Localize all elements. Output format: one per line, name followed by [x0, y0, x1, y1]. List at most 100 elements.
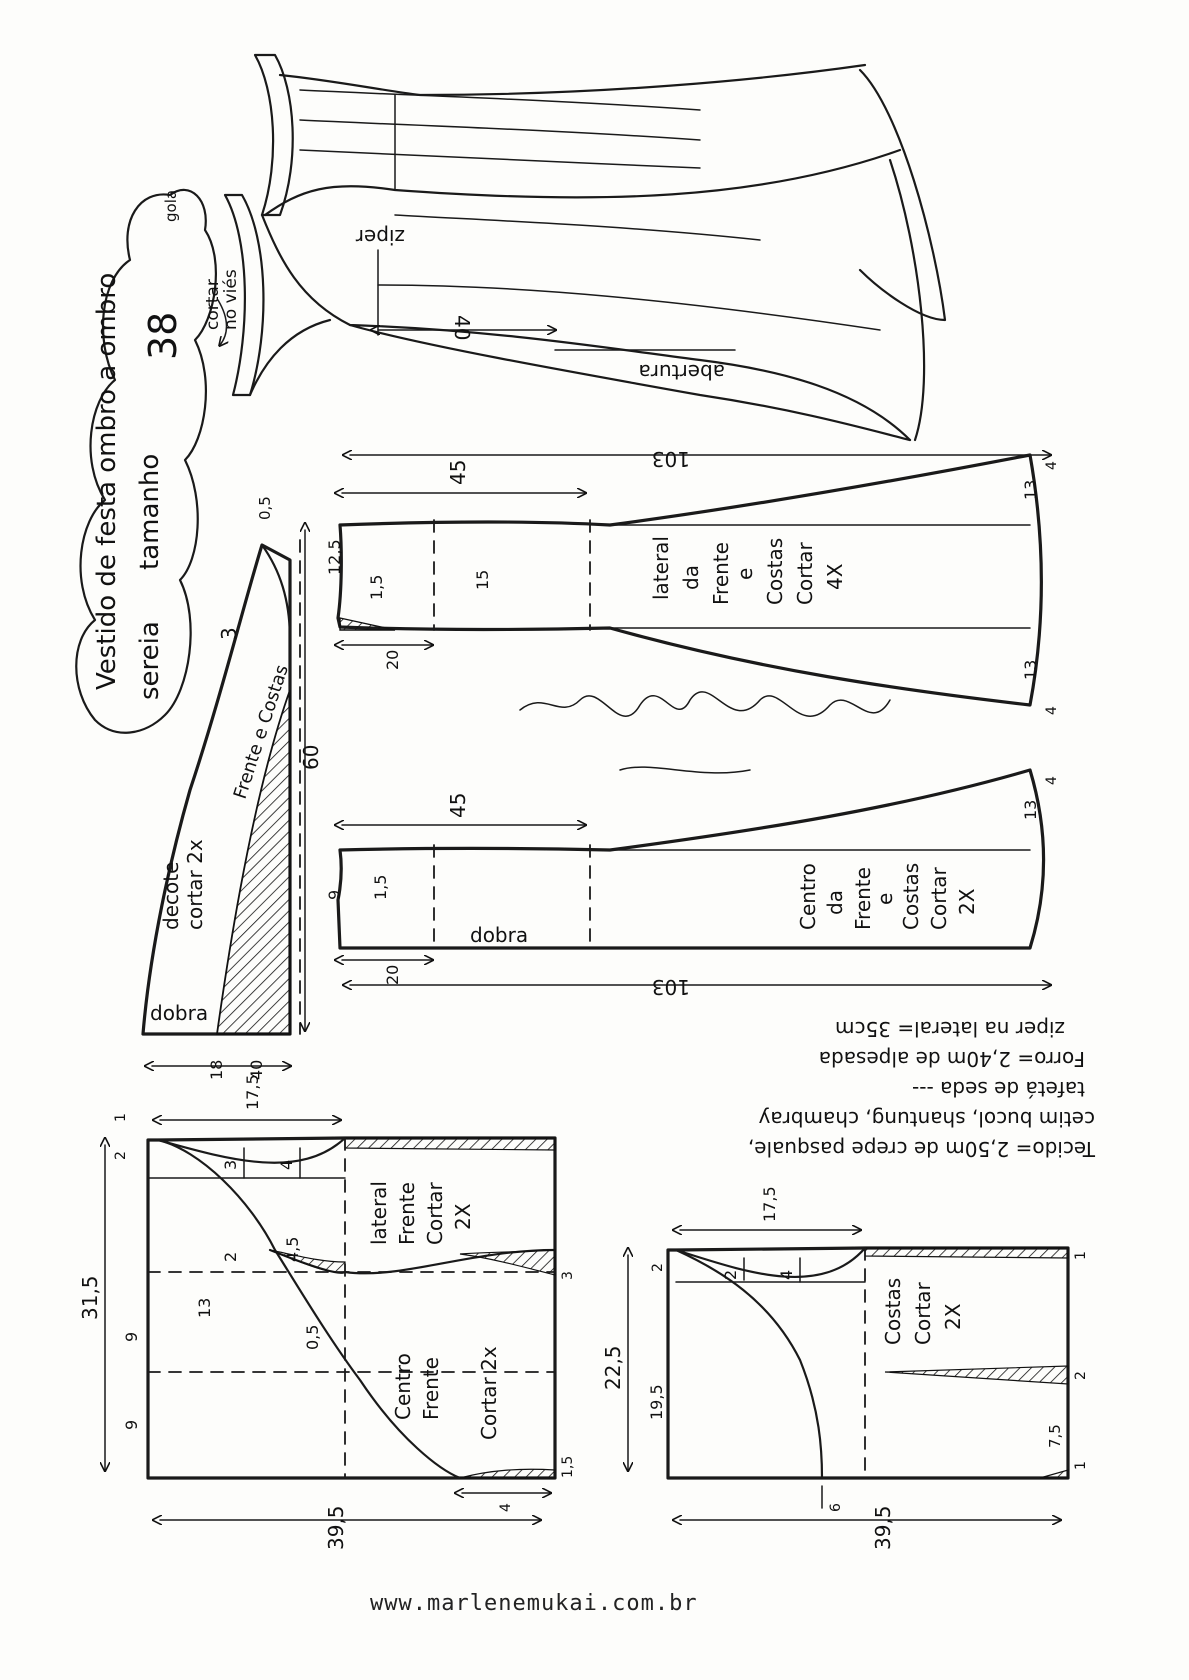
center-dim-top: 45 [446, 793, 470, 818]
collar-dim-c: 60 [299, 745, 323, 770]
back-dim-width: 39,5 [871, 1505, 895, 1550]
front-dim-i: 1,5 [560, 1456, 576, 1478]
title-size: 38 [141, 312, 185, 360]
center-dim-b: 1,5 [371, 875, 390, 900]
front-dim-e: 13 [195, 1298, 214, 1318]
title-line2: sereia [135, 621, 165, 700]
back-label-1: Costas [881, 1278, 905, 1345]
side-label-5: Costas [763, 538, 787, 605]
front-dim-g: 9 [122, 1420, 141, 1430]
skirt-center-panel: 45 9 1,5 20 13 4 dobra 103 Centro da Fre… [325, 768, 1060, 999]
back-dim-d: 2 [650, 1263, 666, 1272]
side-label-4: e [733, 568, 757, 580]
back-dim-i: 2 [1073, 1371, 1089, 1380]
side-dim-e: 13 [1021, 480, 1040, 500]
back-dim-b: 2 [721, 1270, 740, 1280]
sketch-cut-bias-2: no viés [221, 269, 241, 330]
notes-line3: tafetá de seda --- [912, 1077, 1085, 1101]
front-dim-m: 1 [113, 1113, 129, 1122]
sketch-opening: abertura [639, 360, 725, 384]
front-dim-a: 3 [221, 1160, 240, 1170]
collar-dim-e: 40 [247, 1060, 266, 1080]
back-dim-h: 1 [1073, 1251, 1089, 1260]
dress-sketch: ziper 40 abertura cortar no viés gola [162, 53, 947, 442]
front-dim-l: 2 [113, 1151, 129, 1160]
side-label-1: lateral [649, 536, 673, 600]
center-label-3: Frente [851, 867, 875, 930]
center-dim-a: 9 [325, 890, 344, 900]
center-dim-d: 13 [1021, 800, 1040, 820]
center-label-6: Cortar [927, 866, 951, 930]
bodice-front: 17,5 31,5 39,5 3 4 2 4,5 13 9 9 0,5 1,5 … [78, 1074, 576, 1550]
title-line1: Vestido de festa ombro a ombro [92, 273, 122, 690]
notes-line2: cetim bucol, shantung, chambray [758, 1107, 1095, 1131]
front-side-label-1: lateral [367, 1181, 391, 1245]
collar-piece: decote cortar 2x Frente e Costas dobra 0… [141, 496, 323, 1080]
front-dim-f: 9 [122, 1332, 141, 1342]
center-label-5: Costas [899, 863, 923, 930]
front-dim-c: 2 [221, 1252, 240, 1262]
title-cloud: Vestido de festa ombro a ombro sereia ta… [75, 188, 217, 734]
center-label-4: e [873, 893, 897, 905]
front-dim-b: 4 [277, 1160, 296, 1170]
sketch-opening-measure: 40 [450, 315, 474, 340]
center-dim-c: 20 [383, 965, 402, 985]
side-label-6: Cortar [793, 541, 817, 605]
side-dim-d: 20 [383, 650, 402, 670]
sketch-cut-bias-3: gola [162, 190, 180, 222]
side-dim-b: 1,5 [367, 575, 386, 600]
back-label-3: 2X [941, 1303, 965, 1330]
front-dim-d: 4,5 [283, 1237, 302, 1262]
back-dim-c: 4 [777, 1270, 796, 1280]
collar-dim-d: 18 [207, 1060, 226, 1080]
title-size-label: tamanho [135, 454, 165, 570]
side-label-2: da [679, 565, 703, 590]
center-fold: dobra [470, 923, 528, 947]
side-dim-h: 4 [1044, 706, 1060, 715]
front-side-label-2: Frente [395, 1182, 419, 1245]
center-label-1: Centro [796, 863, 820, 930]
front-dim-top: 17,5 [243, 1074, 262, 1110]
bodice-back: 17,5 22,5 39,5 19,5 2 4 2 7,5 6 1 1 2 Co… [601, 1186, 1089, 1550]
front-dim-h: 0,5 [303, 1325, 322, 1350]
side-dim-g: 4 [1044, 461, 1060, 470]
front-center-label-2: Frente [419, 1357, 443, 1420]
front-center-label-1: Centro [391, 1353, 415, 1420]
center-label-2: da [823, 890, 847, 915]
front-dim-j: 4 [498, 1503, 514, 1512]
center-dim-e: 4 [1044, 776, 1060, 785]
signature [519, 691, 891, 774]
material-notes: ziper na lateral= 35cm Forro= 2,40m de a… [748, 1017, 1096, 1161]
skirt-side-panel: 103 45 12,5 1,5 15 20 13 13 4 4 lateral … [325, 447, 1060, 715]
collar-label-1: decote [159, 862, 183, 930]
back-dim-a: 19,5 [647, 1384, 666, 1420]
collar-dim-b: 3 [217, 627, 241, 640]
side-dim-a: 12,5 [325, 539, 344, 575]
side-label-3: Frente [709, 542, 733, 605]
side-dim-c: 15 [473, 570, 492, 590]
sketch-zipper: ziper [355, 225, 405, 249]
back-dim-top: 17,5 [760, 1186, 779, 1222]
back-dim-height: 22,5 [601, 1345, 625, 1390]
front-dim-k: 3 [560, 1271, 576, 1280]
notes-line5: ziper na lateral= 35cm [835, 1017, 1065, 1041]
side-label-7: 4X [823, 563, 847, 590]
back-dim-g: 1 [1073, 1461, 1089, 1470]
back-dim-f: 6 [828, 1503, 844, 1512]
center-label-7: 2X [955, 888, 979, 915]
website-url: www.marlenemukai.com.br [370, 1591, 698, 1616]
front-side-label-3: Cortar [423, 1181, 447, 1245]
collar-fold: dobra [150, 1001, 208, 1025]
front-dim-height: 31,5 [78, 1275, 102, 1320]
front-dim-width: 39,5 [324, 1505, 348, 1550]
sketch-cut-bias-1: cortar [203, 279, 223, 330]
side-dim-f: 13 [1021, 660, 1040, 680]
collar-dim-a: 0,5 [256, 496, 274, 520]
center-dim-length: 103 [652, 975, 690, 999]
front-center-label-3: Cortar 2x [477, 1346, 501, 1440]
back-label-2: Cortar [911, 1281, 935, 1345]
collar-label-2: cortar 2x [183, 839, 207, 930]
side-dim-length: 103 [652, 447, 690, 471]
